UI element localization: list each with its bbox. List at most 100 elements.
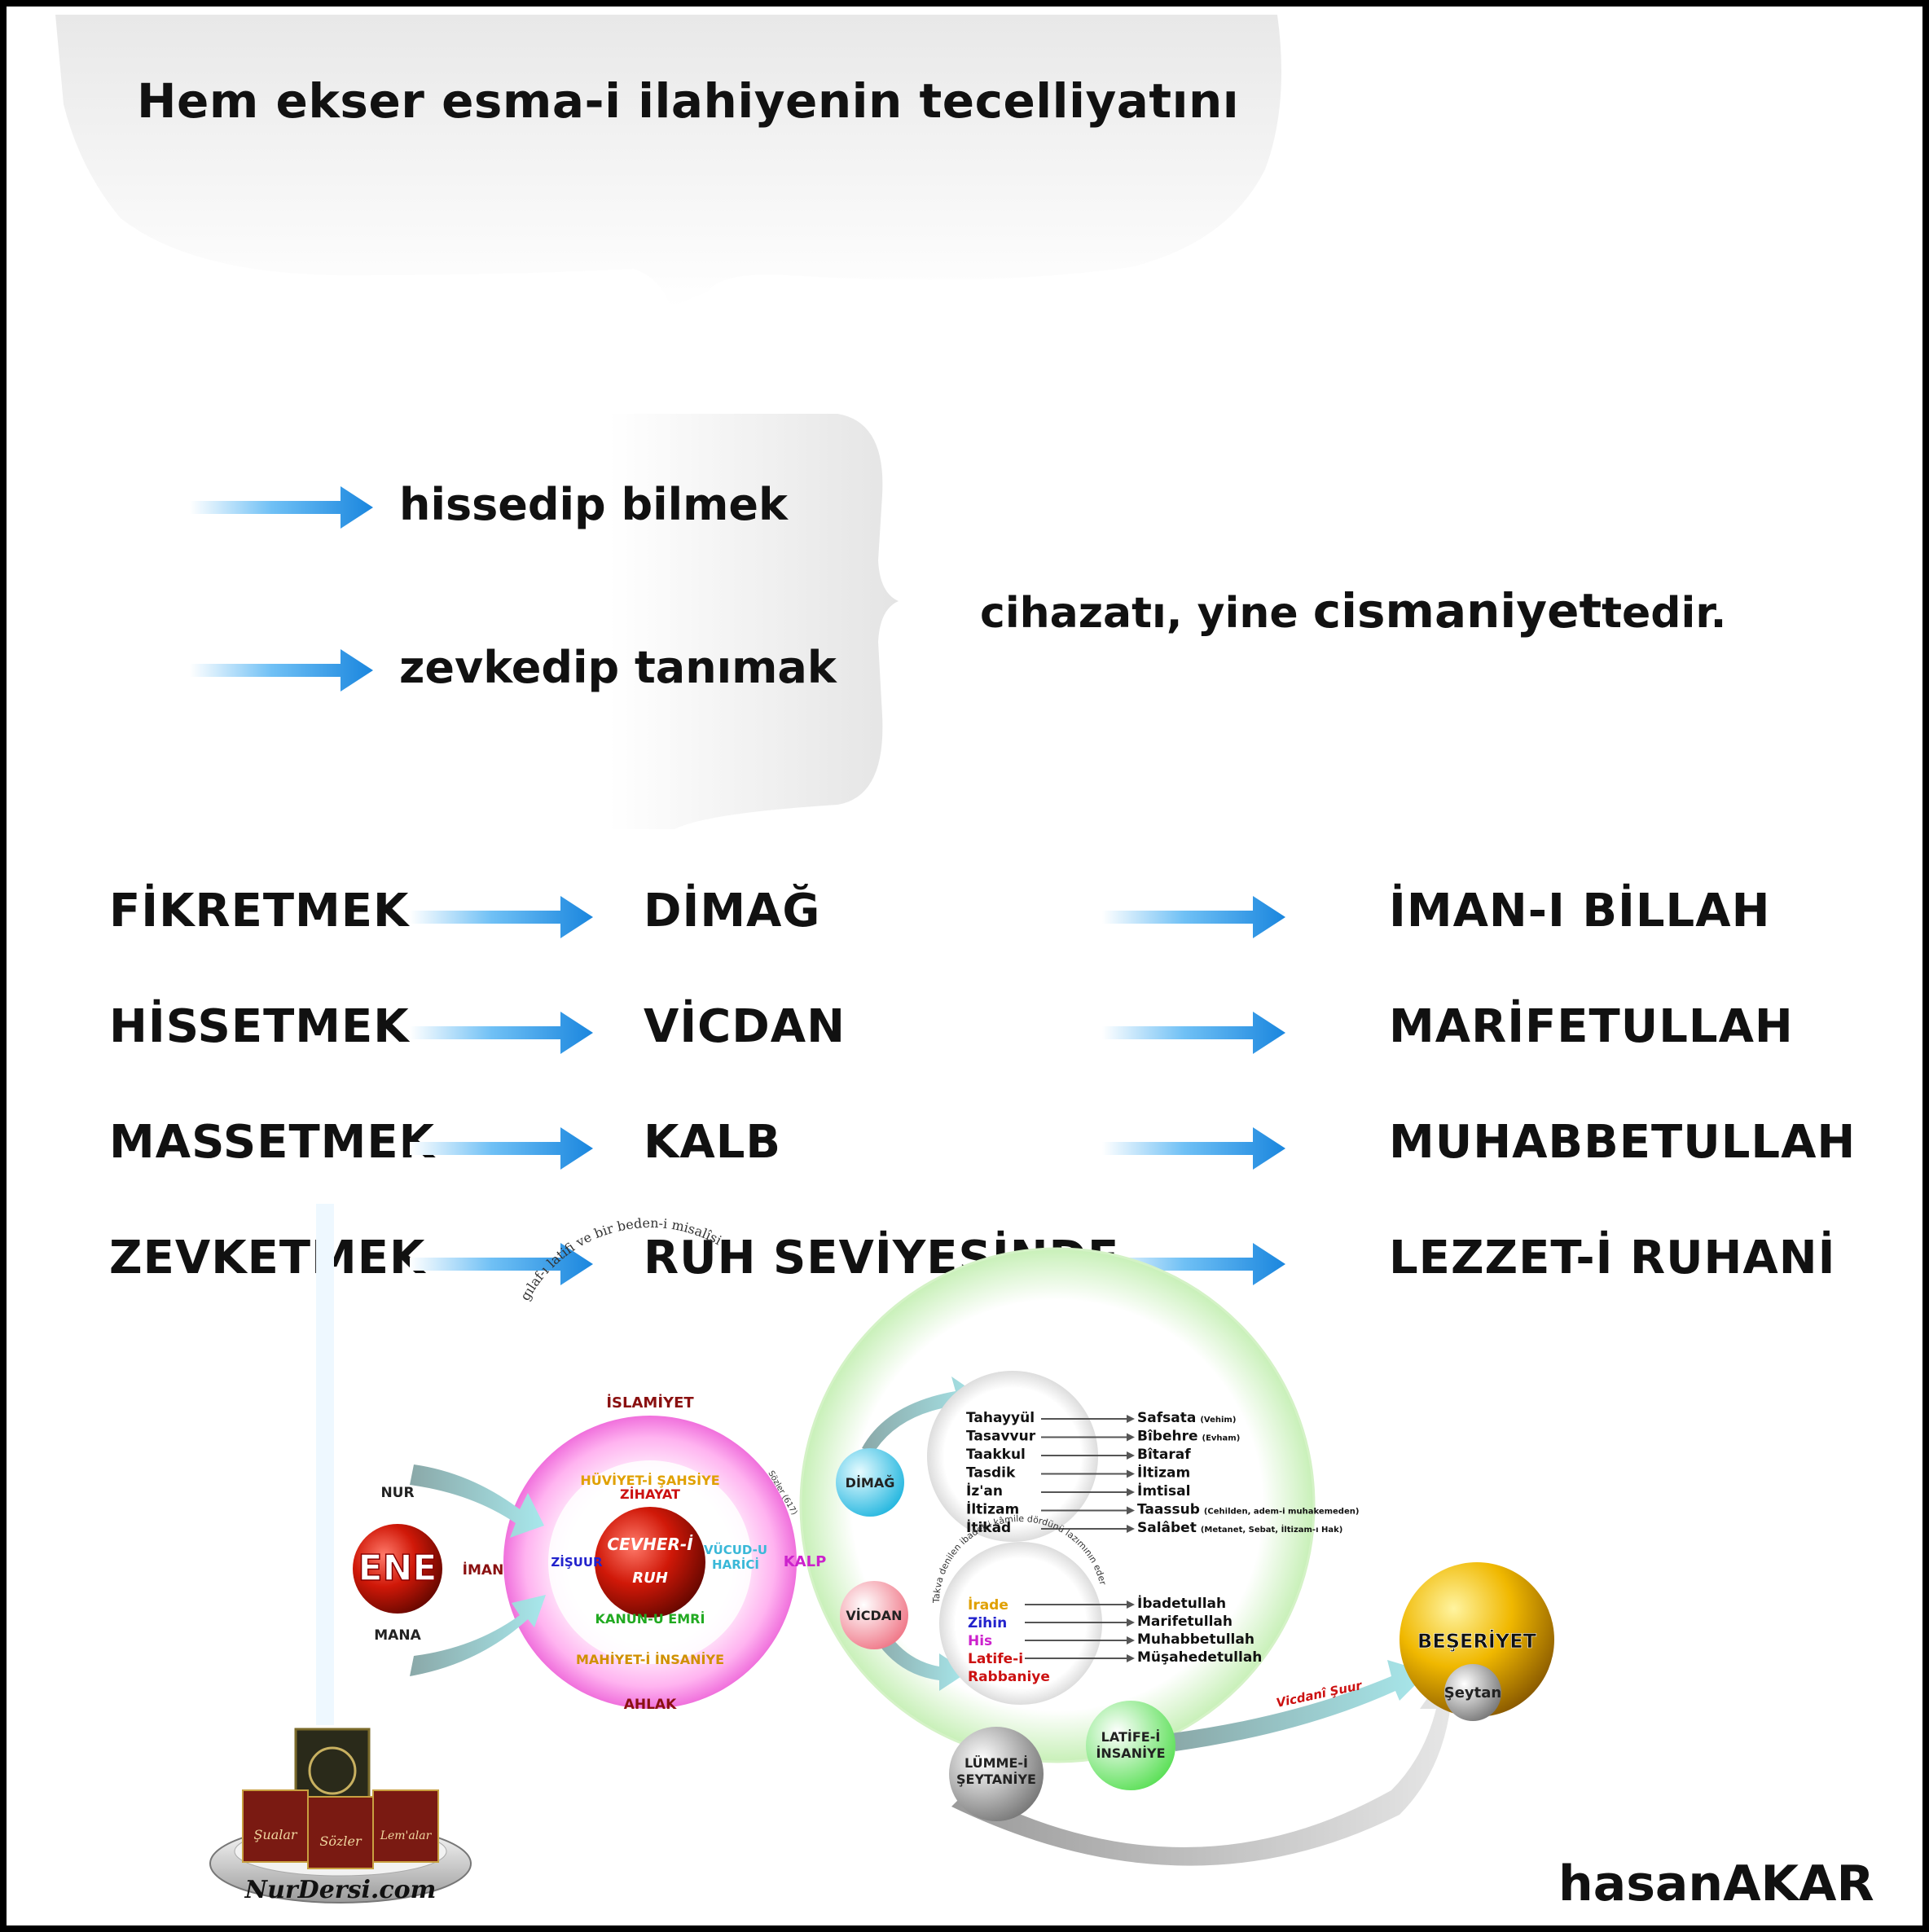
dimag-ball (836, 1448, 904, 1517)
zihayat-label: ZİHAYAT (620, 1486, 680, 1502)
vicdan-right-item: Marifetullah (1137, 1614, 1233, 1630)
ruh-label: RUH (632, 1570, 668, 1587)
row-result: LEZZET-İ RUHANİ (1389, 1232, 1836, 1284)
dimag-left-item: Taakkul (966, 1447, 1026, 1463)
dimag-right-item: Bîtaraf (1137, 1447, 1191, 1463)
dimag-left-item: İtikad (966, 1518, 1011, 1536)
book-sozler-icon (307, 1796, 374, 1869)
page-title: Hem ekser esma-i ilahiyenin tecelliyatın… (137, 73, 1240, 129)
row-faculty: KALB (644, 1116, 782, 1169)
dimag-right-item: Bîbehre (Evham) (1137, 1429, 1240, 1445)
nur-arrow (410, 1464, 544, 1538)
row-action: FİKRETMEK (109, 885, 410, 937)
row-result: İMAN-I BİLLAH (1389, 885, 1771, 937)
arrow-right-icon (410, 1012, 593, 1054)
latife-label-1: LATİFE-İ (1101, 1729, 1161, 1745)
mana-label: MANA (374, 1627, 421, 1644)
arrow-right-icon (1102, 896, 1285, 938)
vicdan-left-item: Rabbaniye (968, 1669, 1050, 1685)
arrow-right-icon (410, 896, 593, 938)
arrow-right-icon (1102, 1127, 1285, 1170)
dimag-arrow (862, 1377, 982, 1452)
dimag-left-item: İltizam (966, 1500, 1019, 1518)
vicdan-right-item: Muhabbetullah (1137, 1631, 1255, 1648)
curved-caption-text: gılaf-ı latifi ve bir beden-i misalîsi (517, 1215, 724, 1303)
lumme-ball (949, 1727, 1044, 1821)
beseriyet-label: BEŞERİYET (1417, 1629, 1537, 1653)
site-label: NurDersi.com (244, 1876, 437, 1904)
mahiyet-label: MAHİYET-İ İNSANİYE (576, 1652, 724, 1667)
nurdersi-logo: Şualar Sözler Lem'alar NurDersi.com (209, 1728, 472, 1904)
latife-ball (1086, 1701, 1175, 1790)
iman-label: İMAN (463, 1561, 504, 1579)
dimag-right-item: Safsata (Vehim) (1137, 1410, 1236, 1426)
dimag-right-text: Salâbet (1137, 1520, 1197, 1536)
dimag-connector-arrow (1041, 1415, 1135, 1423)
author-signature: hasanAKAR (1558, 1855, 1874, 1912)
dimag-left-item: Tasdik (966, 1465, 1016, 1482)
light-beam (316, 1204, 334, 1725)
vicdan-left-item: Latife-i (968, 1651, 1023, 1667)
dimag-right-text: İltizam (1137, 1464, 1190, 1482)
dimag-right-item: Salâbet (Metanet, Sebat, İltizam-ı Hak) (1137, 1520, 1342, 1536)
dimag-connector-arrow (1041, 1525, 1135, 1533)
dimag-left-item: İz'an (966, 1482, 1003, 1499)
dimag-right-text: Bîbehre (1137, 1429, 1198, 1445)
vicdan-inner-circle (939, 1542, 1102, 1705)
cevher-sphere (595, 1507, 705, 1618)
row-faculty: VİCDAN (644, 1000, 846, 1053)
dimag-right-note: (Vehim) (1200, 1416, 1236, 1425)
vicdan-label: VİCDAN (846, 1608, 902, 1623)
vucud-label-2: HARİCİ (712, 1557, 759, 1572)
vicdan-connector-arrow (1025, 1654, 1135, 1662)
vicdan-left-item: His (968, 1633, 992, 1649)
dimag-right-note: (Evham) (1202, 1434, 1241, 1443)
dimag-connector-arrow (1041, 1488, 1135, 1496)
row-result: MARİFETULLAH (1389, 1000, 1794, 1053)
lumme-label-1: LÜMME-İ (964, 1755, 1028, 1771)
arrow-right-icon (190, 486, 373, 529)
author-last: AKAR (1723, 1855, 1874, 1912)
dimag-right-note: (Metanet, Sebat, İltizam-ı Hak) (1201, 1523, 1343, 1535)
book-label-3: Lem'alar (380, 1829, 433, 1842)
vicdan-right-item: Müşahedetullah (1137, 1649, 1262, 1666)
ahlak-label: AHLAK (624, 1697, 677, 1713)
book-sualar-icon (242, 1789, 309, 1863)
latife-label-2: İNSANİYE (1096, 1745, 1165, 1761)
dimag-inner-circle (927, 1371, 1098, 1542)
conclusion-emphasis: cismaniyet (1312, 583, 1602, 639)
nur-label: NUR (380, 1485, 414, 1501)
dimag-right-text: Bîtaraf (1137, 1447, 1191, 1463)
dimag-right-note: (Cehilden, adem-i muhakemeden) (1204, 1508, 1360, 1517)
dimag-right-item: Taassub (Cehilden, adem-i muhakemeden) (1137, 1502, 1359, 1518)
dimag-left-item: Tahayyül (966, 1410, 1035, 1426)
latife-arrow (1171, 1660, 1428, 1751)
lumme-label-2: ŞEYTANİYE (956, 1772, 1036, 1787)
dimag-right-item: İltizam (1137, 1464, 1190, 1482)
dimag-right-text: Safsata (1137, 1410, 1196, 1426)
dimag-label: DİMAĞ (846, 1475, 895, 1491)
arrow-right-icon (1102, 1012, 1285, 1054)
vicdan-connector-arrow (1025, 1618, 1135, 1627)
speech-cloud (55, 15, 1281, 308)
ene-sphere (353, 1524, 442, 1614)
kalp-label: KALP (784, 1553, 827, 1570)
ene-label: ENE (358, 1548, 437, 1589)
vicdan-connector-arrow (1025, 1636, 1135, 1644)
vucud-label-1: VÜCUD-U (704, 1542, 767, 1557)
vicdan-connector-arrow (1025, 1600, 1135, 1609)
dimag-connector-arrow (1041, 1451, 1135, 1460)
curved-caption: gılaf-ı latifi ve bir beden-i misalîsi (517, 1215, 724, 1303)
book-label-2: Sözler (319, 1833, 363, 1849)
phrase-hissedip: hissedip bilmek (399, 479, 788, 530)
cevher-label: CEVHER-İ (607, 1535, 693, 1554)
author-first: hasan (1558, 1855, 1724, 1912)
dimag-right-text: Taassub (1137, 1502, 1200, 1518)
dimag-connector-arrow (1041, 1469, 1135, 1478)
beseriyet-sphere (1400, 1562, 1554, 1717)
conclusion-prefix: cihazatı, yine (980, 589, 1313, 638)
mana-arrow (410, 1595, 546, 1676)
zisuur-label: ZİŞUUR (551, 1554, 603, 1570)
vicdan-right-item: İbadetullah (1137, 1594, 1226, 1612)
vicdan-left-item: İrade (968, 1596, 1008, 1614)
